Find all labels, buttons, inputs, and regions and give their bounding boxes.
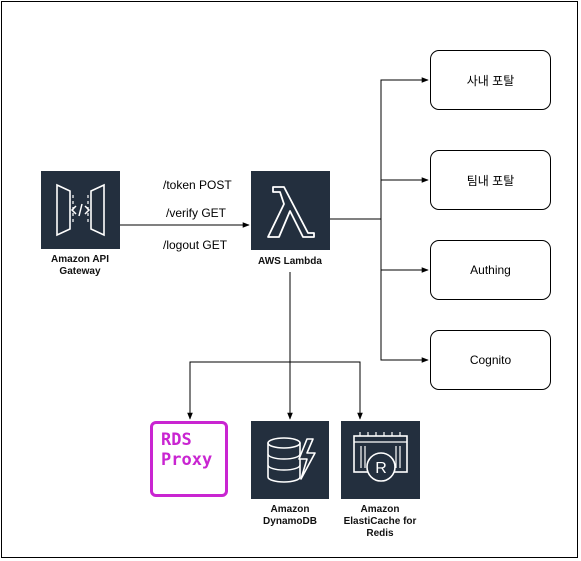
- elasticache-label: Amazon ElastiCache for Redis: [343, 504, 417, 539]
- target-box-cognito[interactable]: Cognito: [430, 330, 551, 390]
- route-token-post: /token POST: [163, 178, 232, 192]
- target-box-authing[interactable]: Authing: [430, 240, 551, 300]
- target-label: 팀내 포탈: [466, 173, 515, 188]
- api-gateway-label: Amazon API Gateway: [51, 254, 109, 277]
- target-label: Cognito: [469, 353, 512, 367]
- target-label: Authing: [470, 263, 511, 277]
- edge-lambda-rds: [187, 361, 290, 420]
- lambda-icon: [267, 186, 315, 238]
- edge-to-target-4: [380, 219, 429, 363]
- target-label: 사내 포탈: [466, 73, 515, 88]
- elasticache-node[interactable]: R: [341, 421, 420, 499]
- dynamodb-node[interactable]: [251, 421, 329, 499]
- rds-proxy-line2: Proxy: [161, 450, 213, 470]
- route-logout-get: /logout GET: [163, 238, 228, 252]
- edge-to-target-1: [380, 77, 429, 219]
- target-box-internal-portal[interactable]: 사내 포탈: [430, 50, 551, 110]
- rds-proxy-node[interactable]: RDS Proxy: [150, 421, 228, 497]
- elasticache-redis-icon: R: [353, 432, 408, 482]
- api-gateway-node[interactable]: [41, 171, 120, 249]
- dynamodb-label: Amazon DynamoDB: [263, 504, 317, 527]
- api-gateway-icon: [56, 183, 105, 237]
- target-box-team-portal[interactable]: 팀내 포탈: [430, 150, 551, 210]
- dynamodb-icon: [267, 437, 316, 483]
- edge-to-target-3: [380, 219, 429, 273]
- edge-to-target-2: [380, 177, 429, 219]
- svg-text:R: R: [375, 460, 387, 477]
- rds-proxy-line1: RDS: [161, 430, 192, 450]
- route-verify-get: /verify GET: [166, 206, 227, 220]
- lambda-node[interactable]: [251, 171, 330, 250]
- lambda-label: AWS Lambda: [258, 256, 322, 267]
- edge-lambda-cache: [290, 361, 363, 420]
